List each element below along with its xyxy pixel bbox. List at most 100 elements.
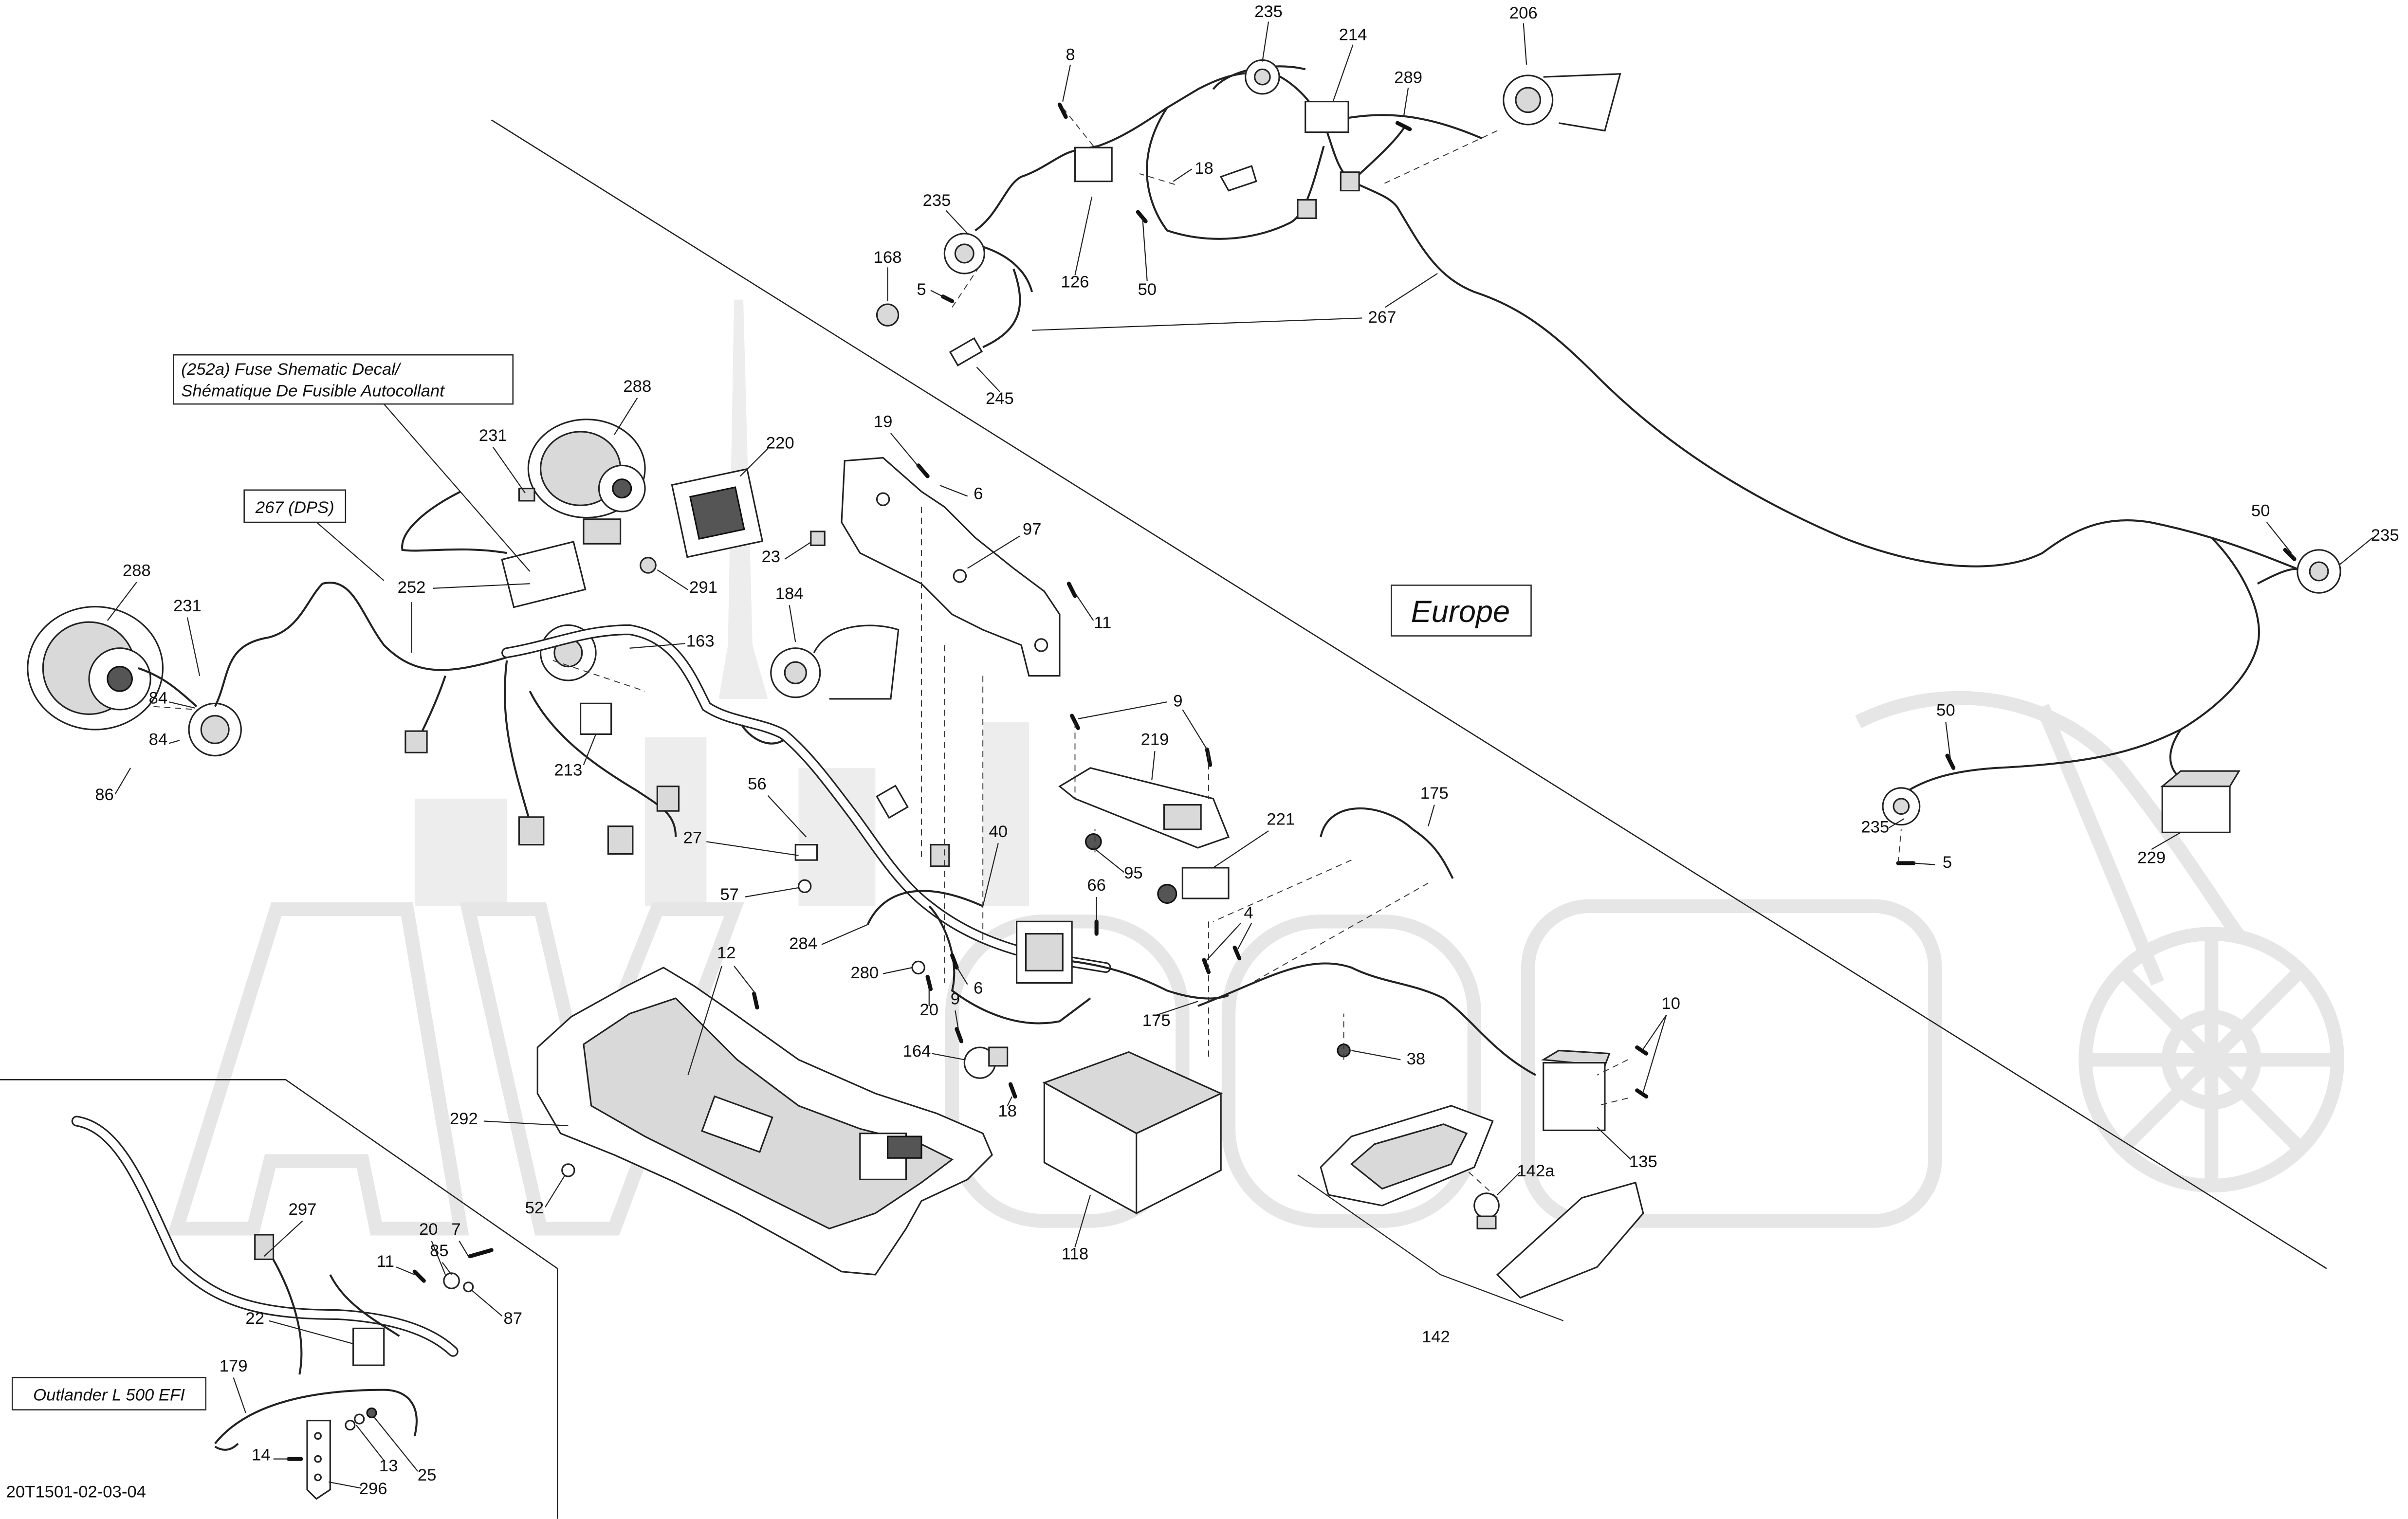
callout-label: 13 xyxy=(379,1457,398,1475)
headlight-288-left xyxy=(27,606,164,731)
europe-divider-line xyxy=(491,119,2327,1269)
bulb-142a xyxy=(1473,1192,1500,1229)
socket-206 xyxy=(1503,73,1621,132)
callout-label: 84 xyxy=(149,731,168,749)
connector xyxy=(404,730,428,753)
callout-label: 9 xyxy=(1173,692,1182,711)
screw-9 xyxy=(955,1027,964,1043)
callout-label: 18 xyxy=(1195,159,1213,178)
callouts-inset: 297 20 7 11 85 87 22 179 14 13 25 296 xyxy=(220,1200,522,1498)
connector-291 xyxy=(640,557,657,574)
callout-label: 142a xyxy=(1517,1162,1555,1180)
region-label-text: Europe xyxy=(1411,595,1510,629)
callout-label: 10 xyxy=(1661,994,1680,1013)
callout-label: 19 xyxy=(874,412,893,431)
callouts-right: 50 235 50 235 5 229 xyxy=(1861,501,2399,871)
connector-168 xyxy=(876,303,900,327)
inset-frame xyxy=(0,1079,558,1519)
callout-label: 87 xyxy=(503,1309,522,1328)
connector xyxy=(876,785,909,819)
callout-label: 52 xyxy=(525,1199,544,1217)
callout-label: 5 xyxy=(917,280,926,299)
callout-label: 267 xyxy=(1368,308,1397,327)
screw-20 xyxy=(925,974,933,991)
screw-4 xyxy=(1202,958,1211,974)
lamp-235-left xyxy=(943,233,985,275)
decal-note-line2: Shématique De Fusible Autocollant xyxy=(181,382,445,400)
callout-label: 231 xyxy=(479,426,507,445)
leader-lines xyxy=(107,21,2373,1489)
callout-label: 245 xyxy=(986,389,1014,408)
callout-label: 164 xyxy=(903,1042,931,1061)
relay-164 xyxy=(963,1046,1009,1079)
bracket-296 xyxy=(306,1420,331,1500)
block-219 xyxy=(1163,804,1202,830)
decal-note: (252a) Fuse Shematic Decal/ Shématique D… xyxy=(173,354,514,405)
callout-label: 221 xyxy=(1267,810,1295,829)
callout-label: 40 xyxy=(989,823,1008,841)
callout-label: 126 xyxy=(1061,273,1089,291)
callout-label: 11 xyxy=(377,1252,394,1271)
callout-label: 229 xyxy=(2137,848,2166,867)
headlight-288-top xyxy=(527,419,646,519)
watermark xyxy=(167,299,2345,1236)
callout-label: 220 xyxy=(766,434,794,453)
callout-label: 184 xyxy=(775,585,804,603)
connector-top xyxy=(1340,171,1360,192)
nut-87 xyxy=(463,1281,474,1293)
callout-label: 219 xyxy=(1141,731,1169,749)
callout-label: 213 xyxy=(554,761,582,780)
alignment-lines xyxy=(153,107,1902,1198)
screw-19 xyxy=(916,463,930,478)
callout-label: 135 xyxy=(1629,1153,1657,1171)
bulb-231-left xyxy=(188,702,242,757)
callout-label: 297 xyxy=(289,1200,317,1219)
callout-label: 118 xyxy=(1062,1244,1088,1263)
callout-label: 57 xyxy=(720,885,739,904)
callout-label: 292 xyxy=(450,1110,478,1128)
callout-label: 175 xyxy=(1420,784,1449,803)
connector xyxy=(656,786,680,812)
lamp-235-top xyxy=(1245,59,1280,95)
callout-label: 97 xyxy=(1023,520,1042,538)
callout-label: 231 xyxy=(173,597,202,615)
screw-289 xyxy=(1395,121,1412,131)
callout-label: 20 xyxy=(419,1220,438,1239)
callout-label: 86 xyxy=(95,786,114,804)
callout-label: 25 xyxy=(418,1466,437,1484)
callout-label: 6 xyxy=(974,485,983,503)
screw-7 xyxy=(468,1248,494,1259)
left-harness xyxy=(138,491,1229,1025)
callout-label: 179 xyxy=(220,1357,248,1375)
callout-label: 85 xyxy=(430,1242,449,1260)
relay-214 xyxy=(1305,101,1349,133)
callout-label: 235 xyxy=(923,191,951,210)
clip-23 xyxy=(810,531,826,546)
clip-50 xyxy=(2283,548,2297,561)
bracket-219 xyxy=(1058,767,1230,849)
connector xyxy=(518,816,545,846)
callout-label: 175 xyxy=(1142,1011,1171,1030)
callout-label: 66 xyxy=(1087,876,1106,895)
fuse-box-220 xyxy=(671,468,764,558)
sensor-lead xyxy=(1219,165,1257,192)
callout-label: 38 xyxy=(1407,1050,1426,1068)
callouts-main: 288 231 220 19 6 97 23 252 291 288 231 1… xyxy=(95,377,1680,1346)
callout-label: 291 xyxy=(689,578,717,597)
nut-52 xyxy=(561,1163,575,1177)
callout-label: 11 xyxy=(1094,614,1111,632)
nut-95 xyxy=(1085,833,1102,850)
callout-label: 56 xyxy=(748,775,767,793)
callout-label: 7 xyxy=(451,1220,460,1239)
relay-126 xyxy=(1074,146,1113,183)
clip-50 xyxy=(1136,210,1148,223)
screw-18 xyxy=(1008,1082,1017,1099)
screw-8 xyxy=(1057,102,1068,119)
cover-221 xyxy=(1181,867,1230,899)
callouts-top: 235 214 206 8 289 18 235 168 5 126 50 26… xyxy=(874,2,1538,408)
callout-label: 280 xyxy=(850,964,879,982)
region-label: Europe xyxy=(1391,585,1532,637)
screw-10 xyxy=(1635,1088,1649,1099)
top-harness xyxy=(974,65,2304,572)
